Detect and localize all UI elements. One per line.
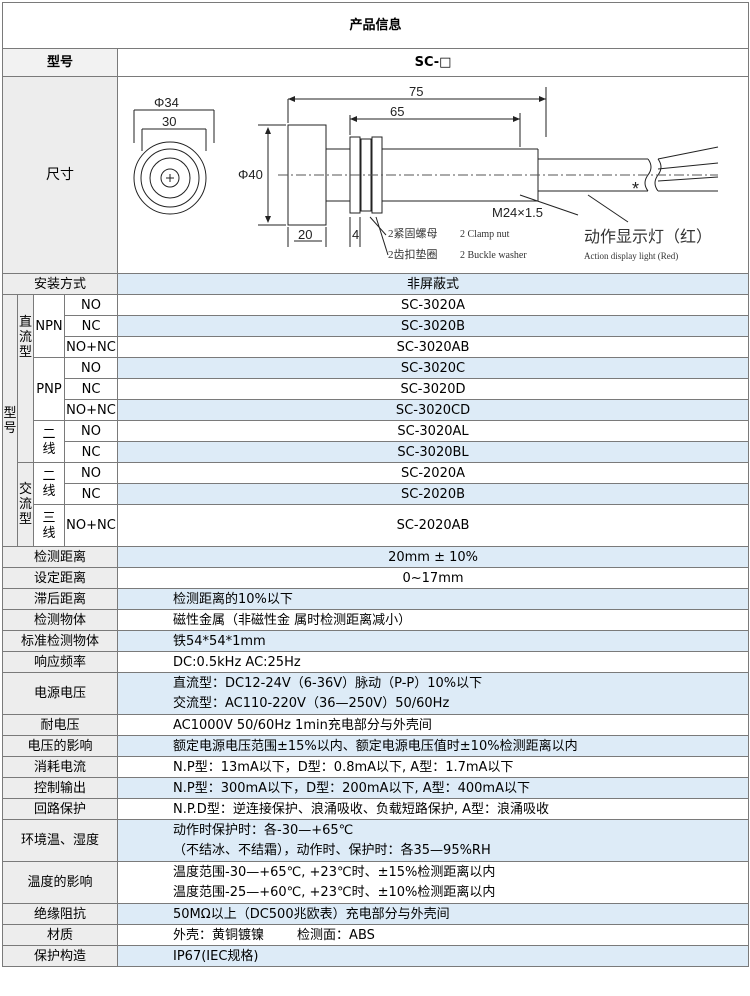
model-group-label: 型号 (2, 294, 18, 547)
model-number: SC-3020A (116, 294, 750, 316)
spec-value: 铁54*54*1mm (116, 630, 750, 652)
spec-label: 绝缘阻抗 (2, 903, 118, 925)
spec-label: 材质 (2, 924, 118, 946)
spec-label: 消耗电流 (2, 756, 118, 778)
model-header-label: 型号 (2, 48, 118, 77)
mount-value: 非屏蔽式 (116, 273, 750, 295)
output-type: NO (64, 462, 118, 484)
two-wire-dc-label: 二线 (33, 420, 65, 463)
output-type: NO (64, 420, 118, 442)
spec-label: 回路保护 (2, 798, 118, 820)
spec-label: 温度的影响 (2, 861, 118, 904)
spec-value: N.P.D型：逆连接保护、浪涌吸收、负载短路保护, A型：浪涌吸收 (116, 798, 750, 820)
model-number: SC-2020AB (116, 504, 750, 547)
spec-line: 直流型：DC12-24V（6-36V）脉动（P-P）10%以下 (173, 675, 483, 691)
dimension-diagram: Φ34 30 75 65 Φ40 20 4 M24×1.5 * 2紧固螺母 2 … (116, 76, 750, 274)
model-number: SC-3020D (116, 378, 750, 400)
output-type: NO (64, 294, 118, 316)
spec-label: 电压的影响 (2, 735, 118, 757)
spec-value: 直流型：DC12-24V（6-36V）脉动（P-P）10%以下 交流型：AC11… (116, 672, 750, 715)
model-header-value: SC-□ (116, 48, 750, 77)
model-number: SC-3020C (116, 357, 750, 379)
output-type: NO+NC (64, 336, 118, 358)
spec-value: 额定电源电压范围±15%以内、额定电源电压值时±10%检测距离以内 (116, 735, 750, 757)
spec-value: 磁性金属（非磁性金 属时检测距离减小） (116, 609, 750, 631)
end-view-outer-circle (133, 141, 207, 215)
spec-line: 交流型：AC110-220V（36—250V）50/60Hz (173, 695, 450, 711)
spec-value: N.P型：13mA以下，D型：0.8mA以下, A型：1.7mA以下 (116, 756, 750, 778)
spec-label: 滞后距离 (2, 588, 118, 610)
dc-type-label: 直流型 (17, 294, 34, 463)
size-label: 尺寸 (2, 76, 118, 274)
spec-line: （不结冰、不结霜），动作时、保护时：各35—95%RH (173, 842, 491, 858)
action-light-cn: 动作显示灯（红） (584, 228, 712, 246)
output-type: NC (64, 441, 118, 463)
spec-value: 50MΩ以上（DC500兆欧表）充电部分与外壳间 (116, 903, 750, 925)
model-number: SC-3020AB (116, 336, 750, 358)
model-number: SC-2020B (116, 483, 750, 505)
ac-type-label: 交流型 (17, 462, 34, 547)
npn-label: NPN (33, 294, 65, 358)
output-type: NC (64, 315, 118, 337)
dim-20: 20 (298, 227, 312, 242)
buckle-washer-en: 2 Buckle washer (460, 250, 527, 261)
spec-label: 电源电压 (2, 672, 118, 715)
spec-value: 动作时保护时：各-30—+65℃ （不结冰、不结霜），动作时、保护时：各35—9… (116, 819, 750, 862)
clamp-nut-en: 2 Clamp nut (460, 229, 510, 240)
model-number: SC-3020BL (116, 441, 750, 463)
model-number: SC-2020A (116, 462, 750, 484)
spec-label: 检测距离 (2, 546, 118, 568)
output-type: NO+NC (64, 504, 118, 547)
spec-label: 保护构造 (2, 945, 118, 967)
spec-label: 标准检测物体 (2, 630, 118, 652)
action-light-en: Action display light (Red) (584, 251, 678, 261)
spec-label: 控制输出 (2, 777, 118, 799)
dim-4: 4 (352, 227, 359, 242)
dimension-drawing: Φ34 30 75 65 Φ40 20 4 M24×1.5 * 2紧固螺母 2 … (133, 84, 719, 261)
output-type: NO+NC (64, 399, 118, 421)
dim-75: 75 (409, 84, 423, 99)
model-number: SC-3020B (116, 315, 750, 337)
spec-label: 环境温、湿度 (2, 819, 118, 862)
model-number: SC-3020CD (116, 399, 750, 421)
dim-star: * (632, 179, 639, 199)
spec-value: IP67(IEC规格) (116, 945, 750, 967)
dim-thread: M24×1.5 (492, 205, 543, 220)
three-wire-label: 三线 (33, 504, 65, 547)
spec-line: 温度范围-25—+60℃, +23℃时、±10%检测距离以内 (173, 884, 496, 900)
buckle-washer-cn: 2齿扣垫圈 (388, 247, 438, 261)
mount-label: 安装方式 (2, 273, 118, 295)
pnp-label: PNP (33, 357, 65, 421)
output-type: NC (64, 378, 118, 400)
dim-65: 65 (390, 104, 404, 119)
model-number: SC-3020AL (116, 420, 750, 442)
spec-value: DC:0.5kHz AC:25Hz (116, 651, 750, 673)
output-type: NO (64, 357, 118, 379)
clamp-nut-cn: 2紧固螺母 (388, 227, 438, 240)
spec-line: 动作时保护时：各-30—+65℃ (173, 822, 354, 838)
spec-value: 20mm ± 10% (116, 546, 750, 568)
page-title: 产品信息 (1, 2, 750, 49)
spec-value: 温度范围-30—+65℃, +23℃时、±15%检测距离以内 温度范围-25—+… (116, 861, 750, 904)
output-type: NC (64, 483, 118, 505)
spec-value: N.P型：300mA以下，D型：200mA以下, A型：400mA以下 (116, 777, 750, 799)
spec-value: 0~17mm (116, 567, 750, 589)
dim-phi34: Φ34 (154, 95, 179, 110)
spec-label: 耐电压 (2, 714, 118, 736)
two-wire-ac-label: 二线 (33, 462, 65, 505)
spec-value: 检测距离的10%以下 (116, 588, 750, 610)
spec-label: 响应频率 (2, 651, 118, 673)
spec-label: 检测物体 (2, 609, 118, 631)
dim-30: 30 (162, 114, 176, 129)
spec-value: AC1000V 50/60Hz 1min充电部分与外壳间 (116, 714, 750, 736)
dim-phi40: Φ40 (238, 167, 263, 182)
spec-line: 温度范围-30—+65℃, +23℃时、±15%检测距离以内 (173, 864, 496, 880)
spec-table: 产品信息 型号 SC-□ 尺寸 (1, 2, 750, 967)
spec-value: 外壳：黄铜镀镍 检测面：ABS (116, 924, 750, 946)
spec-label: 设定距离 (2, 567, 118, 589)
